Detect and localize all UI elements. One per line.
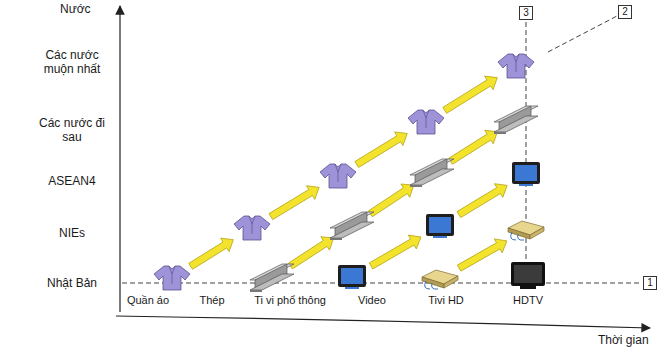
trend-arrow: [269, 186, 319, 220]
axis-title: Thời gian: [598, 333, 649, 347]
video-icon: [422, 270, 458, 289]
trend-arrow: [443, 76, 497, 113]
beam-icon: [330, 212, 374, 240]
trend-arrow: [368, 184, 413, 217]
trend-arrow: [369, 235, 421, 269]
country-label: NIEs: [30, 226, 114, 240]
callout-number: 2: [622, 6, 628, 18]
product-label: Ti vi phổ thông: [254, 293, 326, 307]
beam-icon: [250, 264, 294, 292]
callout-number: 1: [647, 277, 653, 289]
product-label: HDTV: [513, 293, 543, 307]
y-axis: [119, 6, 120, 312]
tv-icon: [512, 162, 540, 186]
trend-arrow: [189, 238, 234, 269]
callout-box: 2: [618, 5, 632, 19]
country-label: Các nước đi sau: [30, 116, 114, 144]
product-label: Video: [358, 293, 386, 307]
product-label: Quần áo: [127, 293, 169, 307]
trend-arrow: [457, 184, 507, 218]
country-label: Các nước muộn nhất: [30, 48, 114, 76]
callout-box: 1: [643, 276, 657, 290]
beam-icon: [494, 106, 538, 134]
shirt-icon: [498, 54, 534, 78]
video-icon: [508, 221, 544, 240]
trend-arrow: [355, 132, 407, 168]
shirt-icon: [320, 164, 356, 188]
trend-arrow: [449, 130, 498, 164]
country-label: Nhật Bản: [30, 276, 114, 290]
shirt-icon: [234, 216, 270, 240]
product-label: Tivi HD: [428, 293, 464, 307]
product-label: Thép: [199, 293, 224, 307]
x-axis: [116, 316, 650, 328]
trend-arrow: [457, 239, 507, 271]
callout-number: 3: [523, 7, 529, 19]
diagonal-guide: [548, 16, 617, 52]
tv-icon: [426, 214, 454, 238]
callout-box: 3: [519, 6, 533, 20]
horizontal-guide: [122, 283, 642, 284]
hdtv-icon: [511, 262, 545, 289]
country-label: ASEAN4: [30, 174, 114, 188]
tv-icon: [338, 265, 366, 289]
shirt-icon: [154, 266, 190, 290]
axis-title: Nước: [60, 2, 91, 16]
shirt-icon: [408, 110, 444, 134]
beam-icon: [410, 159, 454, 187]
trend-arrow: [289, 237, 334, 269]
